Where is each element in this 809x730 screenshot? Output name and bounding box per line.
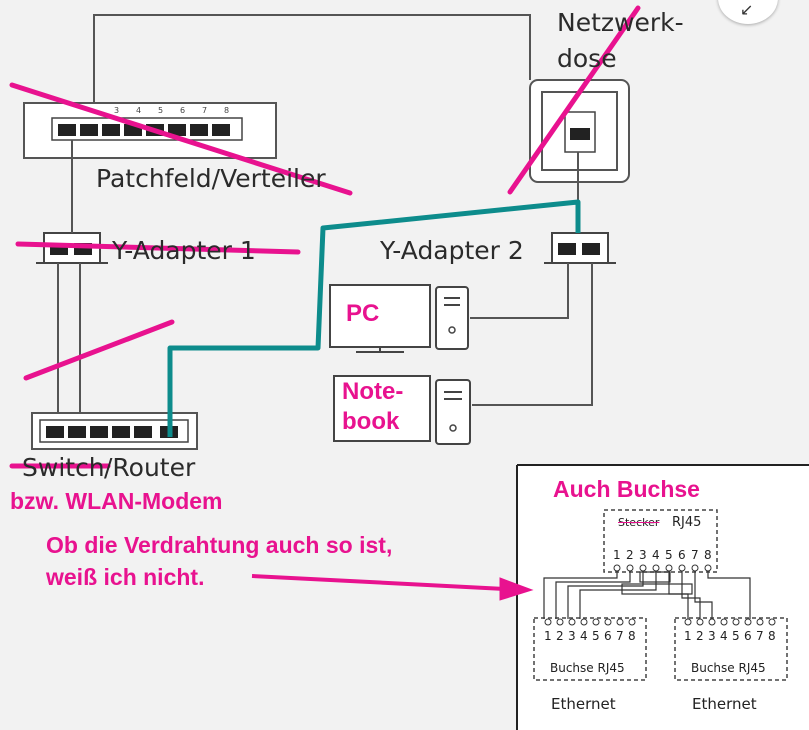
left-socket-pin-4: 4 — [580, 629, 589, 643]
left-socket-label: Buchse RJ45 — [550, 661, 625, 675]
netzwerkdose-label-2: dose — [557, 44, 617, 73]
left-socket-pin-7: 7 — [616, 629, 625, 643]
right-socket-pin-1: 1 — [684, 629, 693, 643]
pink-strike-lines — [9, 5, 641, 469]
teal-cable — [167, 199, 581, 437]
right-socket-pin-7: 7 — [756, 629, 765, 643]
notebook-annotation-1: Note- — [342, 378, 404, 405]
y-adapter-1-label: Y-Adapter 1 — [112, 236, 256, 265]
note-annotation-2: weiß ich nicht. — [46, 564, 205, 590]
inset-top-label: RJ45 — [672, 515, 702, 530]
patch-port-7: 7 — [202, 106, 208, 115]
left-socket-pin-1: 1 — [544, 629, 553, 643]
patchfeld-label: Patchfeld/Verteiler — [96, 164, 326, 193]
left-ethernet-label: Ethernet — [551, 695, 616, 713]
patch-port-4: 4 — [136, 106, 142, 115]
left-socket-pin-6: 6 — [604, 629, 613, 643]
inset-top-pin-2: 2 — [626, 548, 635, 562]
patch-port-5: 5 — [158, 106, 164, 115]
inset-top-pin-6: 6 — [678, 548, 687, 562]
inset-top-pin-4: 4 — [652, 548, 661, 562]
left-socket-pin-2: 2 — [556, 629, 565, 643]
netzwerkdose-label-1: Netzwerk- — [557, 8, 684, 37]
inset-top-pin-7: 7 — [691, 548, 700, 562]
right-socket-pin-8: 8 — [768, 629, 777, 643]
left-socket-pin-3: 3 — [568, 629, 577, 643]
left-socket-pin-5: 5 — [592, 629, 601, 643]
patch-port-3: 3 — [114, 106, 120, 115]
inset-top-pin-1: 1 — [613, 548, 622, 562]
cable-patch-to-dose — [93, 14, 531, 103]
cable-y2-to-pc — [470, 263, 569, 319]
right-socket-pin-5: 5 — [732, 629, 741, 643]
wlan-modem-annotation: bzw. WLAN-Modem — [10, 488, 223, 514]
left-socket-pin-8: 8 — [628, 629, 637, 643]
pink-arrow — [251, 574, 534, 601]
right-socket-pin-4: 4 — [720, 629, 729, 643]
patch-port-6: 6 — [180, 106, 186, 115]
patch-port-8: 8 — [224, 106, 230, 115]
right-ethernet-label: Ethernet — [692, 695, 757, 713]
cable-y2-to-notebook — [472, 263, 593, 406]
router-label: /Router — [104, 453, 196, 482]
auch-buchse-annotation: Auch Buchse — [553, 476, 700, 502]
right-socket-pin-3: 3 — [708, 629, 717, 643]
y-adapter-2-label: Y-Adapter 2 — [380, 236, 524, 265]
expand-arrow-icon: ↙ — [740, 0, 754, 19]
pc-device — [329, 284, 469, 353]
inset-struck-label: Stecker — [618, 516, 660, 529]
inset-top-pin-5: 5 — [665, 548, 674, 562]
notebook-annotation-2: book — [342, 408, 400, 435]
note-annotation-1: Ob die Verdrahtung auch so ist, — [46, 532, 393, 558]
right-socket-label: Buchse RJ45 — [691, 661, 766, 675]
right-socket-pin-2: 2 — [696, 629, 705, 643]
inset-top-pin-3: 3 — [639, 548, 648, 562]
pc-annotation: PC — [346, 300, 380, 327]
y-adapter-2-device — [544, 232, 616, 264]
notebook-device — [333, 375, 471, 445]
inset-panel — [516, 464, 809, 730]
switch-label: Switch — [22, 453, 105, 482]
right-socket-pin-6: 6 — [744, 629, 753, 643]
inset-top-pin-8: 8 — [704, 548, 713, 562]
